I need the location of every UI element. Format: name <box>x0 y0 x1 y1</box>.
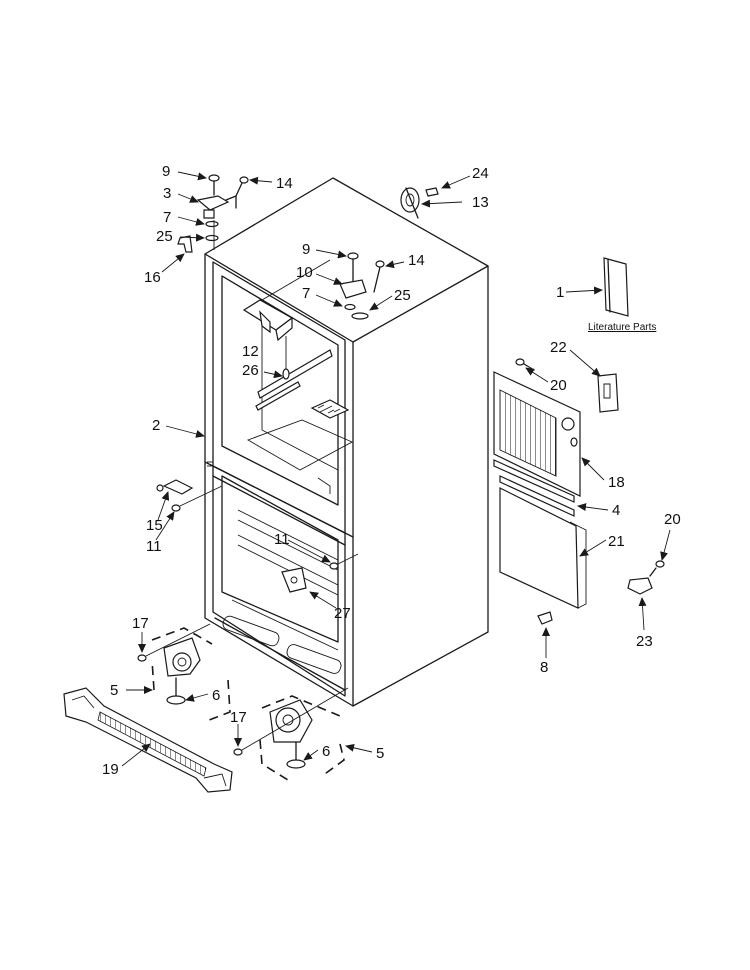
part-15-bracket <box>162 479 194 495</box>
callout-9-center: 9 <box>302 241 310 258</box>
callout-24: 24 <box>472 165 489 182</box>
callout-6-left: 6 <box>212 687 220 704</box>
literature-parts-label: Literature Parts <box>588 322 656 333</box>
callout-19: 19 <box>102 761 119 778</box>
part-13-clip <box>400 187 439 219</box>
part-20-screw-top <box>515 358 535 371</box>
callout-17-right: 17 <box>230 709 247 726</box>
callout-26: 26 <box>242 362 259 379</box>
top-hinge-center <box>339 252 385 320</box>
callout-5-right: 5 <box>376 745 384 762</box>
callout-labels: 9 14 3 7 25 16 24 13 9 14 10 7 25 1 12 2… <box>102 163 681 778</box>
callout-18: 18 <box>608 474 625 491</box>
callout-17-left: 17 <box>132 615 149 632</box>
roller-assembly-left <box>137 623 231 723</box>
callout-27: 27 <box>334 605 351 622</box>
callout-16: 16 <box>144 269 161 286</box>
callout-14-left: 14 <box>276 175 293 192</box>
callout-3: 3 <box>163 185 171 202</box>
part-18-rear-grille <box>493 371 581 497</box>
callout-2: 2 <box>152 417 160 434</box>
callout-12: 12 <box>242 343 259 360</box>
part-1-literature <box>603 257 629 317</box>
part-19-base-grille <box>63 687 233 793</box>
callout-7-center: 7 <box>302 285 310 302</box>
part-12-assembly <box>242 299 294 380</box>
part-8-clip <box>537 611 553 625</box>
part-16-bracket <box>177 235 193 253</box>
part-4-strip <box>493 459 575 503</box>
callout-25-center: 25 <box>394 287 411 304</box>
callout-11-center: 11 <box>274 531 290 548</box>
callout-10: 10 <box>296 264 313 281</box>
callout-20-right: 20 <box>664 511 681 528</box>
part-20-screw-right <box>649 560 665 577</box>
part-27-bracket <box>281 567 307 593</box>
callout-14-center: 14 <box>408 252 425 269</box>
callout-1: 1 <box>556 284 564 301</box>
callout-13: 13 <box>472 194 489 211</box>
leader-arrows <box>121 171 671 767</box>
callout-9-left: 9 <box>162 163 170 180</box>
callout-23: 23 <box>636 633 653 650</box>
callout-22: 22 <box>550 339 567 356</box>
callout-8: 8 <box>540 659 548 676</box>
callout-7-left: 7 <box>163 209 171 226</box>
top-hinge-left <box>196 174 249 250</box>
callout-20-top: 20 <box>550 377 567 394</box>
part-23-clamp <box>627 577 653 595</box>
cabinet <box>204 177 489 707</box>
callout-5-left: 5 <box>110 682 118 699</box>
callout-6-right: 6 <box>322 743 330 760</box>
callout-11-left: 11 <box>146 538 162 555</box>
callout-21: 21 <box>608 533 625 550</box>
part-22-cover <box>597 373 619 413</box>
callout-15: 15 <box>146 517 163 534</box>
callout-25-left: 25 <box>156 228 173 245</box>
callout-4: 4 <box>612 502 620 519</box>
roller-assembly-right <box>233 687 349 781</box>
